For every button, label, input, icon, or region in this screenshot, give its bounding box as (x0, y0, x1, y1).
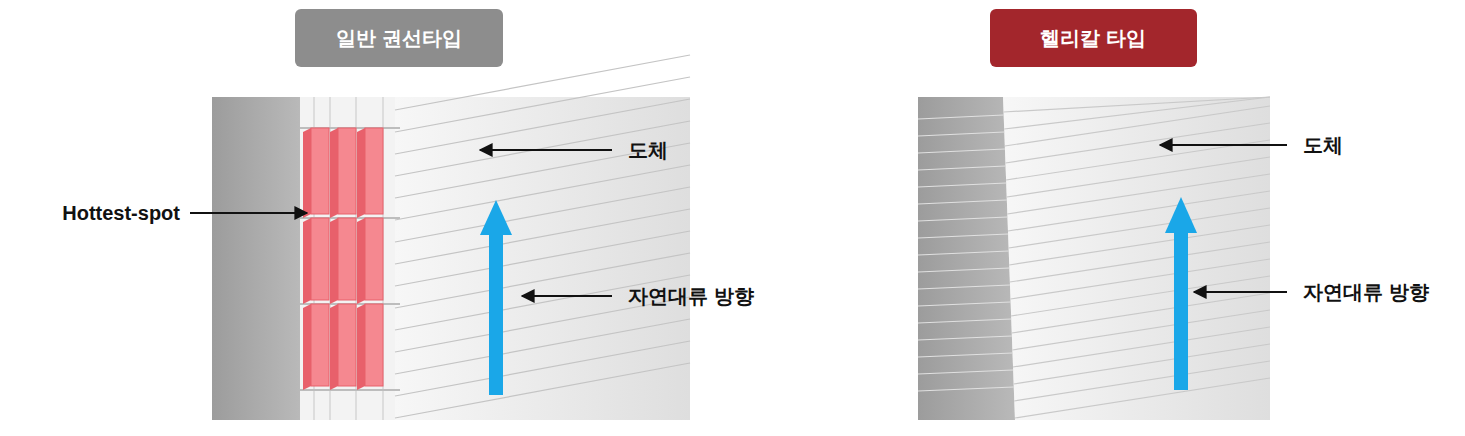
helical-turn (918, 234, 1008, 238)
callout-label: 도체 (1303, 133, 1343, 157)
helical-turn (918, 268, 1009, 272)
helical-turn (1009, 208, 1270, 248)
hot-block (311, 128, 329, 214)
hottest-spot-blocks (303, 128, 383, 390)
winding-line (395, 209, 690, 264)
helical-turn (1014, 344, 1270, 384)
helical-turn (1008, 191, 1270, 231)
winding-line (395, 363, 690, 418)
hot-block-side (330, 304, 338, 390)
helical-turn (918, 302, 1011, 306)
helical-turn (1005, 123, 1270, 163)
helical-turn (1009, 225, 1270, 265)
hot-block-side (357, 304, 365, 390)
helical-turn (1012, 310, 1270, 350)
helical-turn (918, 200, 1007, 204)
winding-line (395, 121, 690, 176)
hot-block-side (330, 218, 338, 304)
convection-arrow (480, 200, 512, 395)
hot-block (365, 304, 383, 386)
hot-block-side (357, 218, 365, 304)
helical-turn (1013, 327, 1270, 367)
hot-block-side (357, 128, 365, 218)
helical-turn (918, 387, 1014, 391)
helical-turn (918, 217, 1007, 221)
helical-turn (918, 132, 1004, 136)
hot-block (311, 304, 329, 386)
helical-turn (1007, 157, 1270, 197)
hot-block (365, 218, 383, 300)
hot-block-side (303, 218, 311, 304)
winding-line (395, 187, 690, 242)
hot-block-side (330, 128, 338, 218)
winding-line (395, 341, 690, 396)
helical-turn (1011, 276, 1270, 316)
badge-text: 일반 권선타입 (336, 25, 462, 52)
helical-turn (918, 183, 1006, 187)
leader-lines (1160, 145, 1287, 292)
winding-line (395, 165, 690, 220)
helical-turn (918, 115, 1004, 119)
callout-label: 자연대류 방향 (628, 284, 754, 308)
helical-turn (918, 370, 1013, 374)
hot-block (365, 128, 383, 214)
winding-line (395, 77, 690, 132)
helical-turn (918, 336, 1012, 340)
helical-turn (1012, 293, 1270, 333)
hot-block (338, 218, 356, 300)
hot-block-side (303, 304, 311, 390)
callout-label: 자연대류 방향 (1303, 280, 1429, 304)
winding-line (395, 231, 690, 286)
helical-turn (918, 166, 1006, 170)
leader-lines (190, 150, 612, 296)
helical-turn (918, 353, 1012, 357)
helical-turn (1015, 378, 1270, 418)
helical-turn (1005, 106, 1270, 146)
helical-turn (1004, 97, 1270, 129)
winding-line (395, 319, 690, 374)
hot-block (338, 304, 356, 386)
callout-label: Hottest-spot (62, 201, 180, 225)
helical-turn (1007, 174, 1270, 214)
helical-turn (918, 285, 1010, 289)
helical-turn (1010, 242, 1270, 282)
callout-label: 도체 (628, 138, 668, 162)
title-badge: 일반 권선타입 (295, 9, 503, 67)
hot-block (338, 128, 356, 214)
helical-turn (918, 149, 1005, 153)
conventional-winding (212, 55, 690, 420)
hot-block-side (303, 128, 311, 218)
helical-turn (1004, 97, 1270, 112)
hot-block (311, 218, 329, 300)
convection-arrow (1165, 197, 1197, 390)
helical-turn (918, 319, 1011, 323)
title-badge: 헬리칼 타입 (990, 9, 1197, 67)
helical-turn (1014, 361, 1270, 401)
helical-turn (918, 251, 1009, 255)
badge-text: 헬리칼 타입 (1040, 25, 1146, 52)
